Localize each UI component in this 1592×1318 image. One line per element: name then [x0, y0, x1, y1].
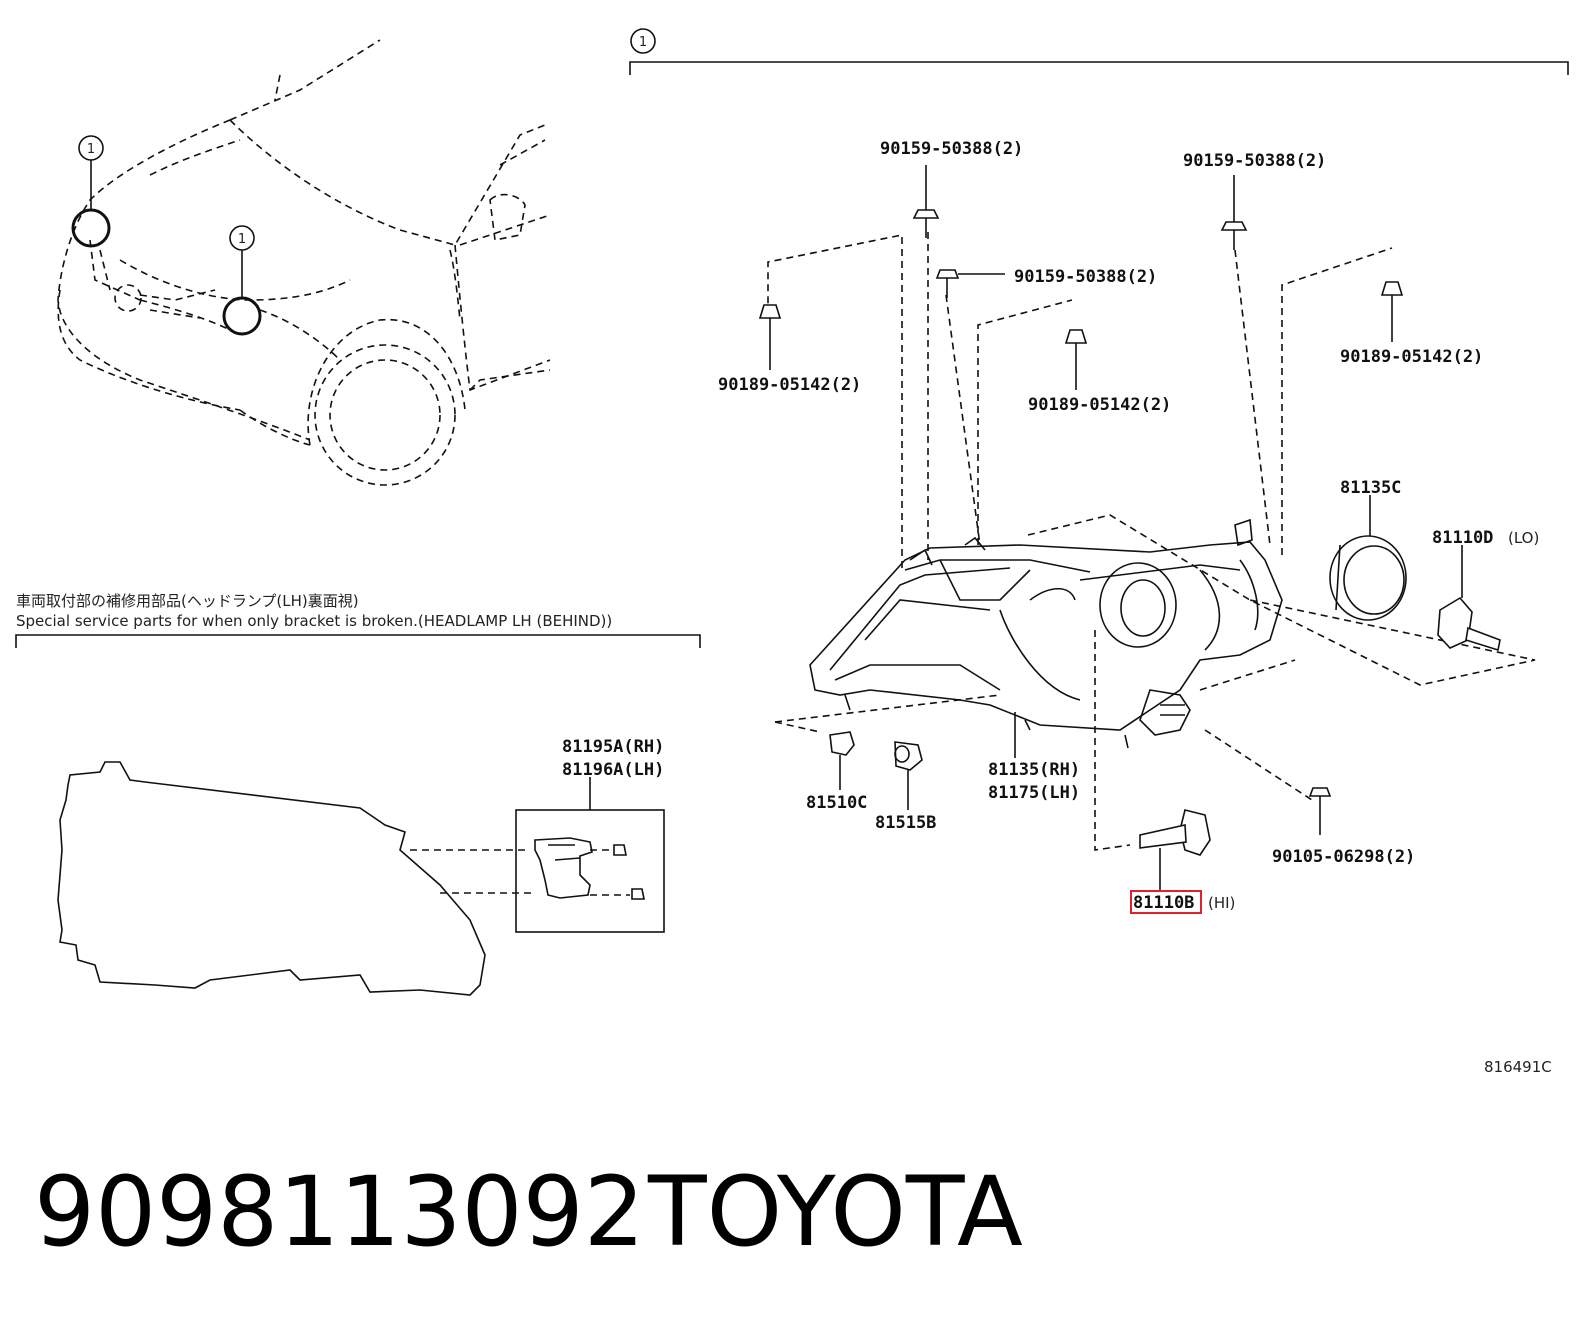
- label-bolt-a: 90159-50388(2): [880, 139, 1023, 159]
- label-bulb-lo-tag: (LO): [1508, 529, 1539, 547]
- label-cover: 81135C: [1340, 478, 1401, 498]
- assembly-leader-lines: [767, 232, 1536, 851]
- label-lamp-rh: 81135(RH): [988, 760, 1080, 780]
- label-bulb-hi: 81110B: [1133, 893, 1194, 913]
- label-clip-c: 90189-05142(2): [1340, 347, 1483, 367]
- callout-1-b: 1: [238, 232, 246, 247]
- diagram-code: 816491C: [1484, 1058, 1552, 1076]
- label-bracket-rh: 81195A(RH): [562, 737, 664, 757]
- car-front-illustration: 1 1: [57, 39, 551, 486]
- highlight-box: [1130, 890, 1202, 914]
- label-lamp-lh: 81175(LH): [988, 783, 1080, 803]
- callout-1-assembly: 1: [639, 35, 647, 50]
- label-screw: 90105-06298(2): [1272, 847, 1415, 867]
- assembly-bracket: 1: [629, 28, 1569, 75]
- fasteners: [758, 165, 1404, 835]
- special-service-section: [15, 634, 701, 996]
- bulb-lo: [1437, 545, 1501, 652]
- brand-name: TOYOTA: [647, 1156, 1023, 1268]
- label-bolt-b: 90159-50388(2): [1183, 151, 1326, 171]
- label-bracket-lh: 81196A(LH): [562, 760, 664, 780]
- label-bulb-lo: 81110D: [1432, 528, 1493, 548]
- label-clip-b: 90189-05142(2): [1028, 395, 1171, 415]
- bulb-hi: [1130, 809, 1211, 914]
- label-socket-b: 81515B: [875, 813, 936, 833]
- label-bulb-hi-tag: (HI): [1208, 894, 1235, 912]
- note-japanese: 車両取付部の補修用部品(ヘッドランプ(LH)裏面視): [16, 592, 359, 610]
- sockets: [829, 712, 1016, 810]
- part-number-title: 9098113092: [34, 1156, 645, 1268]
- labels: 90159-50388(2) 90159-50388(2) 90159-5038…: [16, 139, 1552, 1268]
- note-english: Special service parts for when only brac…: [16, 612, 612, 630]
- label-bolt-c: 90159-50388(2): [1014, 267, 1157, 287]
- label-clip-a: 90189-05142(2): [718, 375, 861, 395]
- dust-cover: [1329, 495, 1407, 621]
- callout-1-a: 1: [87, 142, 95, 157]
- label-socket-a: 81510C: [806, 793, 867, 813]
- headlamp-assembly: [809, 518, 1283, 749]
